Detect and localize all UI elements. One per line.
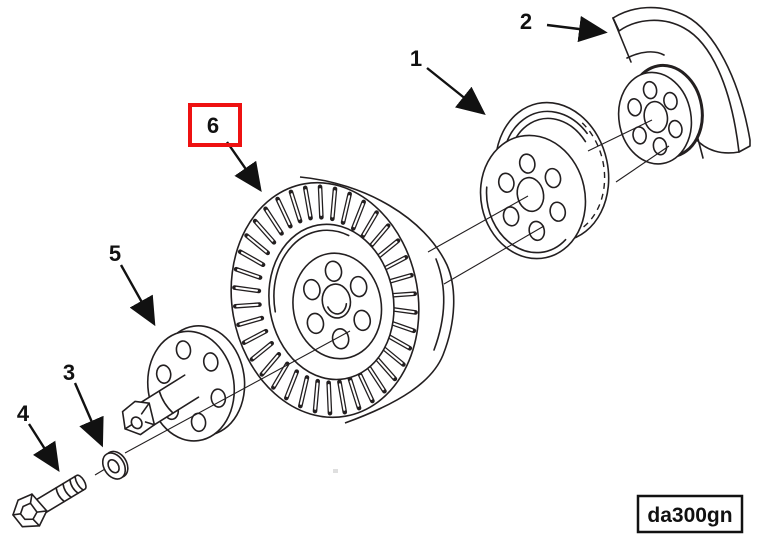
callout-6-highlighted: 6: [188, 103, 262, 192]
part-6-damper[interactable]: [213, 168, 455, 433]
bolt-hole: [627, 98, 642, 117]
bolt-hole: [497, 172, 515, 193]
bolt-hole: [175, 340, 192, 360]
callout-3-label[interactable]: 3: [63, 360, 75, 385]
callout-4-label[interactable]: 4: [17, 401, 30, 426]
drawing-code-box: da300gn: [636, 494, 744, 534]
bolt-hole: [663, 91, 678, 111]
bolt-hole: [549, 201, 567, 222]
callout-1: 1: [410, 46, 486, 115]
bolt-hole: [155, 364, 172, 384]
part-4-bolt[interactable]: [8, 466, 92, 535]
part-1-pulley[interactable]: [469, 92, 621, 269]
bolt-hole: [518, 153, 536, 174]
bolt-hole: [544, 167, 562, 189]
part-3-washer[interactable]: [98, 447, 132, 483]
bolt-hole: [349, 275, 368, 298]
callout-4: 4: [17, 401, 60, 473]
axis-lines: [94, 119, 670, 476]
bolt-hole: [303, 278, 321, 301]
drawing-code-text: da300gn: [647, 504, 732, 527]
bolt-hole: [324, 260, 343, 282]
callout-6-label[interactable]: 6: [207, 113, 219, 138]
callout-5: 5: [109, 241, 156, 327]
highlight-box: [188, 103, 242, 147]
bolt-hole: [353, 309, 372, 332]
scan-speck: [333, 469, 338, 473]
part-2-hub[interactable]: [611, 60, 711, 170]
callout-2-label[interactable]: 2: [520, 9, 532, 34]
bolt-hole: [210, 388, 227, 408]
bolt-hole: [668, 119, 683, 139]
part-2-wedge[interactable]: [612, 6, 751, 159]
bolt-hole: [642, 80, 658, 100]
callout-2: 2: [520, 9, 608, 43]
bolt-hole: [202, 352, 219, 372]
bolt-hole: [306, 312, 325, 335]
callout-5-label[interactable]: 5: [109, 241, 121, 266]
callout-1-label[interactable]: 1: [410, 46, 422, 71]
part-5-hub[interactable]: [116, 320, 253, 446]
callout-3: 3: [63, 360, 104, 448]
